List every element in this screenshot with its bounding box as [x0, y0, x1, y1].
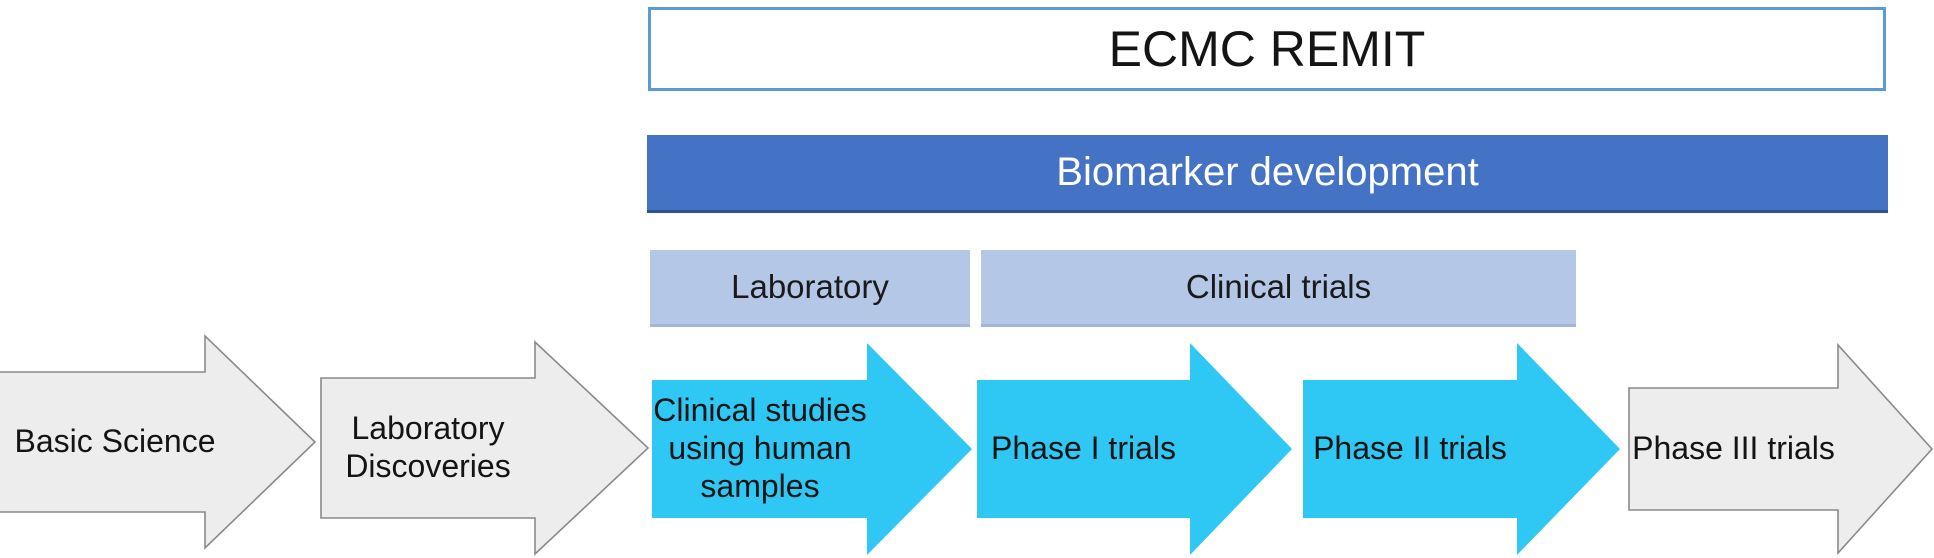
- basic-science-arrow-shape: [0, 334, 317, 550]
- clinical-studies-arrow-shape: [652, 343, 972, 555]
- phase-2-trials-arrow-label: Phase II trials: [1313, 430, 1507, 467]
- phase-1-trials-arrow-shape: [977, 343, 1292, 555]
- phase-3-trials-arrow-shape: [1628, 342, 1934, 556]
- stage-bar-clinical-trials: Clinical trials: [981, 250, 1576, 327]
- phase-3-trials-arrow-label: Phase III trials: [1632, 430, 1835, 467]
- laboratory-discoveries-arrow-label: Laboratory Discoveries: [345, 410, 511, 484]
- basic-science-arrow-label: Basic Science: [14, 423, 216, 460]
- ecmc-remit-box: ECMC REMIT: [648, 7, 1886, 91]
- laboratory-discoveries-arrow-shape: [320, 340, 650, 556]
- phase-2-trials-arrow-shape: [1303, 343, 1620, 555]
- biomarker-development-bar: Biomarker development: [647, 135, 1888, 213]
- stage-bar-laboratory: Laboratory: [650, 250, 970, 327]
- phase-1-trials-arrow-label: Phase I trials: [991, 430, 1176, 467]
- clinical-studies-arrow-label: Clinical studies using human samples: [653, 392, 867, 504]
